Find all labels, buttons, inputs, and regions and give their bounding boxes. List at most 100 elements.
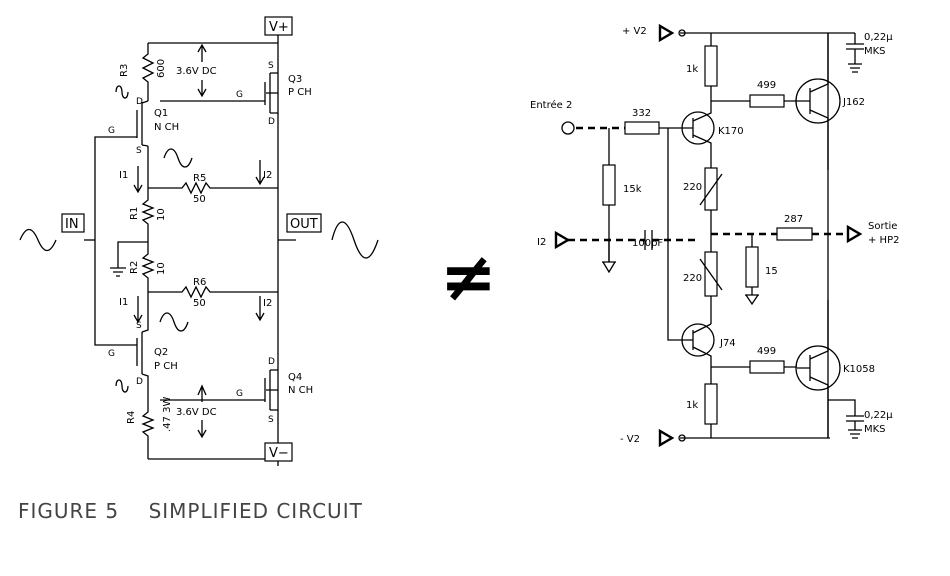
k170-leads — [690, 101, 712, 168]
resistor-499-top — [749, 94, 785, 108]
wire-r6 — [148, 285, 278, 299]
input-label: Entrée 2 — [530, 99, 572, 111]
i2-label: I2 — [537, 237, 546, 248]
i1-bottom-arrow — [133, 296, 143, 324]
transistor-k170 — [681, 111, 715, 145]
q2-name: Q2 — [154, 347, 168, 358]
supply-pos-node — [678, 29, 686, 37]
resistor-1k-top-label: 1k — [686, 64, 698, 75]
r3-name: R3 — [119, 64, 130, 77]
cap-top-type: MKS — [864, 46, 886, 57]
q1-gate-pin: G — [108, 126, 115, 136]
output-label-line2: + HP2 — [868, 235, 899, 246]
cap-100pf-label: 100pF — [632, 238, 663, 249]
r1-name: R1 — [129, 207, 140, 220]
figure-caption: FIGURE 5 SIMPLIFIED CIRCUIT — [18, 499, 363, 523]
resistor-287-label: 287 — [784, 214, 803, 225]
voltage-arrow-top — [197, 43, 207, 98]
q2-drain-pin: D — [136, 377, 143, 387]
resistor-499-bottom-label: 499 — [757, 346, 776, 357]
resistor-1k-top — [704, 45, 718, 87]
i1-top-label: I1 — [119, 170, 128, 181]
transistor-j162-label: J162 — [842, 97, 865, 108]
resistor-15k-label: 15k — [623, 184, 642, 195]
out-terminal-box — [286, 213, 322, 233]
r5-name: R5 — [193, 173, 206, 184]
resistor-1k-bottom — [704, 383, 718, 425]
r2-value: 10 — [156, 262, 167, 275]
r5-value: 50 — [193, 194, 206, 205]
q3-drain-pin: D — [268, 117, 275, 127]
resistor-220-bottom-label: 220 — [683, 273, 702, 284]
wire-15k — [602, 128, 616, 274]
q3-name: Q3 — [288, 74, 302, 85]
cap-top-value: 0,22µ — [864, 32, 893, 43]
resistor-1k-bottom-label: 1k — [686, 400, 698, 411]
q4-source-pin: S — [268, 415, 274, 425]
r4-value: .47 3W — [162, 397, 173, 432]
wire-ground — [110, 241, 148, 277]
supply-neg-label: - V2 — [620, 434, 640, 445]
wire-r2 — [141, 242, 155, 292]
wave-q1-drain — [115, 85, 129, 99]
resistor-220-top-label: 220 — [683, 182, 702, 193]
j74-leads — [683, 323, 712, 367]
r3-value: 600 — [156, 59, 167, 78]
in-label: IN — [65, 217, 79, 232]
q1-type: N CH — [154, 122, 179, 133]
vminus-label: V− — [269, 446, 289, 461]
q4-gate-pin: G — [236, 389, 243, 399]
q4-drain-pin: D — [268, 357, 275, 367]
i2-top-arrow — [255, 160, 265, 186]
q2-type: P CH — [154, 361, 178, 372]
transistor-k1058-label: K1058 — [843, 364, 875, 375]
q1-source-pin: S — [136, 146, 142, 156]
q3-source-pin: S — [268, 61, 274, 71]
wave-q1-source — [163, 148, 193, 168]
wire-r1 — [141, 188, 155, 242]
resistor-287 — [776, 227, 813, 241]
resistor-15k — [602, 164, 616, 206]
i2-bottom-arrow — [255, 296, 265, 322]
wire-q1-gate — [94, 136, 137, 346]
q4-type: N CH — [288, 385, 313, 396]
wave-input — [19, 228, 57, 252]
wire-r4 — [141, 400, 155, 459]
q2-gate-pin: G — [108, 349, 115, 359]
resistor-15-label: 15 — [765, 266, 778, 277]
supply-neg-node — [678, 434, 686, 442]
r6-name: R6 — [193, 277, 206, 288]
voltage-arrow-bottom — [197, 384, 207, 439]
cap-bottom — [828, 399, 864, 439]
i2-bottom-label: I2 — [263, 298, 272, 309]
j162-leads — [797, 33, 829, 170]
supply-neg-arrow — [658, 428, 675, 448]
q2-body — [136, 292, 149, 400]
transistor-j162 — [795, 78, 841, 124]
wave-output — [331, 221, 379, 259]
vplus-terminal-box — [264, 16, 293, 36]
q4-name: Q4 — [288, 372, 302, 383]
wave-q2-drain — [115, 379, 129, 393]
resistor-332 — [624, 121, 660, 135]
transistor-k170-label: K170 — [718, 126, 744, 137]
supply-pos-label: + V2 — [622, 26, 647, 37]
voltage-bottom-label: 3.6V DC — [176, 407, 217, 418]
r1-value: 10 — [156, 208, 167, 221]
wire-15 — [745, 234, 759, 306]
q4-body — [264, 369, 278, 411]
resistor-220-bottom-wiper — [699, 258, 723, 291]
right-circuit: + V2 - V2 0,22µ MKS 1k 499 J162 Entrée 2… — [530, 23, 899, 448]
cap-bottom-value: 0,22µ — [864, 410, 893, 421]
transistor-j74 — [681, 323, 715, 357]
q3-gate-pin: G — [236, 90, 243, 100]
q1-drain-pin: D — [136, 97, 143, 107]
wire-r5 — [148, 181, 278, 195]
r6-value: 50 — [193, 298, 206, 309]
cap-top — [846, 33, 864, 73]
r2-name: R2 — [129, 261, 140, 274]
in-terminal-box — [61, 213, 85, 233]
resistor-332-label: 332 — [632, 108, 651, 119]
vplus-label: V+ — [269, 20, 289, 35]
